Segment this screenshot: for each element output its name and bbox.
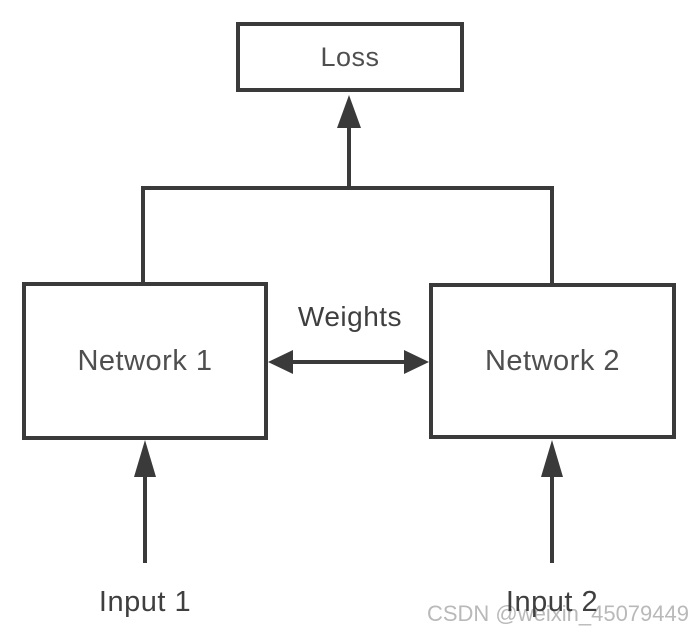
node-network2-label: Network 2 [484,344,621,377]
weights-edge-label: Weights [297,301,403,332]
weights-arrowhead-right-icon [404,350,429,374]
input2-arrowhead-icon [541,440,563,477]
loss-arrowhead-icon [337,95,361,128]
input1-arrowhead-icon [134,440,156,477]
input1-label: Input 1 [98,586,192,618]
weights-arrowhead-left-icon [268,350,293,374]
input2-label: Input 2 [505,586,599,618]
node-loss: Loss [236,22,464,92]
node-network2: Network 2 [429,283,676,439]
node-network1: Network 1 [22,282,268,440]
merge-connector-line [141,186,554,284]
node-network1-label: Network 1 [77,344,213,377]
csdn-watermark: CSDN @weixin_45079449 [426,601,689,626]
node-loss-label: Loss [320,41,380,72]
